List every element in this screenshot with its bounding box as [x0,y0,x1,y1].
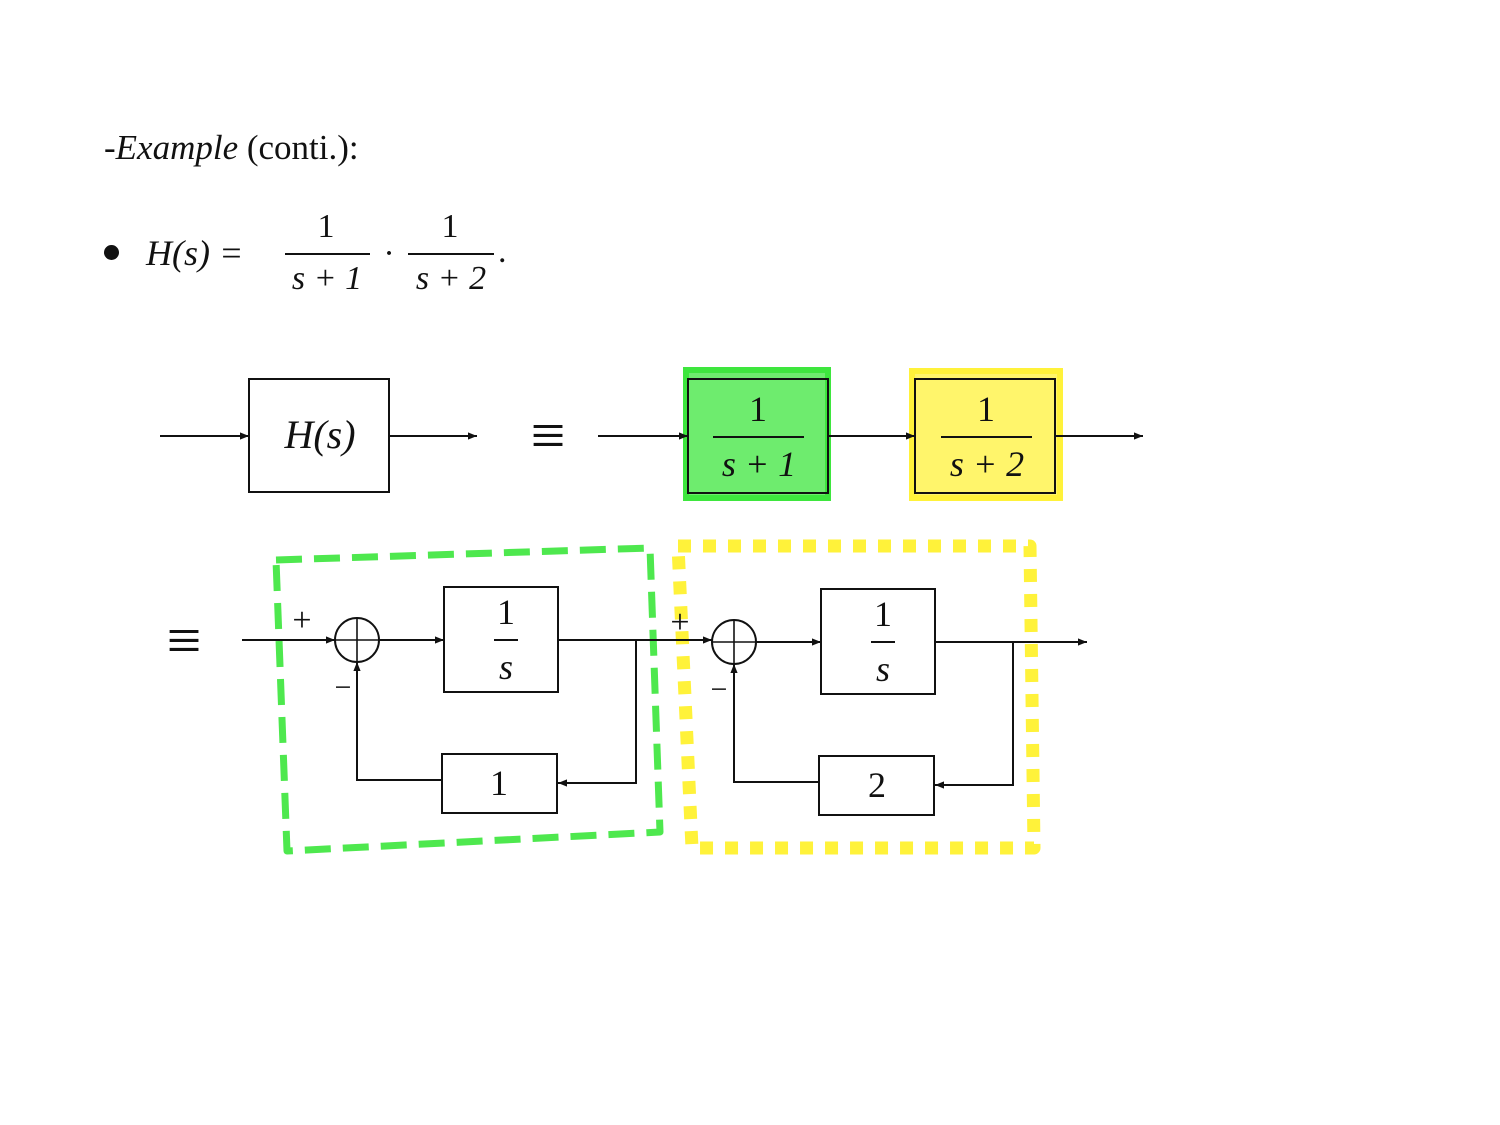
equation-factor2-numerator: 1 [442,208,459,245]
green-dashed-region [272,544,664,855]
stage1-minus-sign: − [335,671,352,704]
stage1-feedback-path [558,640,637,787]
stage2-plus-sign: + [670,604,689,641]
block1-denominator: s + 1 [722,444,796,484]
heading-emphasis: Example [115,128,239,167]
equivalence-symbol-2: ≡ [167,607,202,675]
block1-numerator: 1 [749,389,767,429]
stage1: + − 1 s 1 [242,586,712,814]
stage2-feedback-return [730,664,819,783]
stage1-integrator-numerator: 1 [497,592,515,632]
stage2: + − 1 s 2 [670,588,1087,816]
yellow-dotted-region [671,539,1041,855]
stage2-integrator-numerator: 1 [874,594,892,634]
equation-factor2-denominator: s + 2 [416,260,486,297]
stage2-minus-sign: − [711,673,728,706]
equation-lhs: H(s) = [145,233,243,273]
block2-denominator: s + 2 [950,444,1024,484]
stage1-integrator-denominator: s [499,647,513,687]
row1-diagram: H(s) ≡ 1 s + 1 1 s + 2 [160,378,1143,494]
h-block-label: H(s) [283,412,355,457]
equation-factor1-numerator: 1 [318,208,335,245]
stage1-feedback-gain: 1 [490,763,508,803]
stage2-feedback-gain: 2 [868,765,886,805]
equation-dot: · [383,235,394,272]
equation-period: . [498,233,507,270]
stage2-feedback-path [935,642,1014,789]
equation-factor1-denominator: s + 1 [292,260,362,297]
equivalence-symbol-1: ≡ [531,402,566,470]
stage1-plus-sign: + [292,602,311,639]
stage2-feedback-block [818,755,935,816]
stage1-feedback-block [441,753,558,814]
heading-prefix: - [104,128,116,167]
block2-numerator: 1 [977,389,995,429]
transfer-function-equation: H(s) = 1 s + 1 · 1 s + 2 . [145,208,507,297]
bullet-icon [104,245,119,260]
stage2-integrator-denominator: s [876,649,890,689]
row2-diagram: ≡ + − 1 s 1 + − [167,586,1087,816]
heading-rest: (conti.): [246,128,359,167]
slide-heading: -Example (conti.): [104,128,359,168]
stage1-feedback-return [353,662,442,781]
